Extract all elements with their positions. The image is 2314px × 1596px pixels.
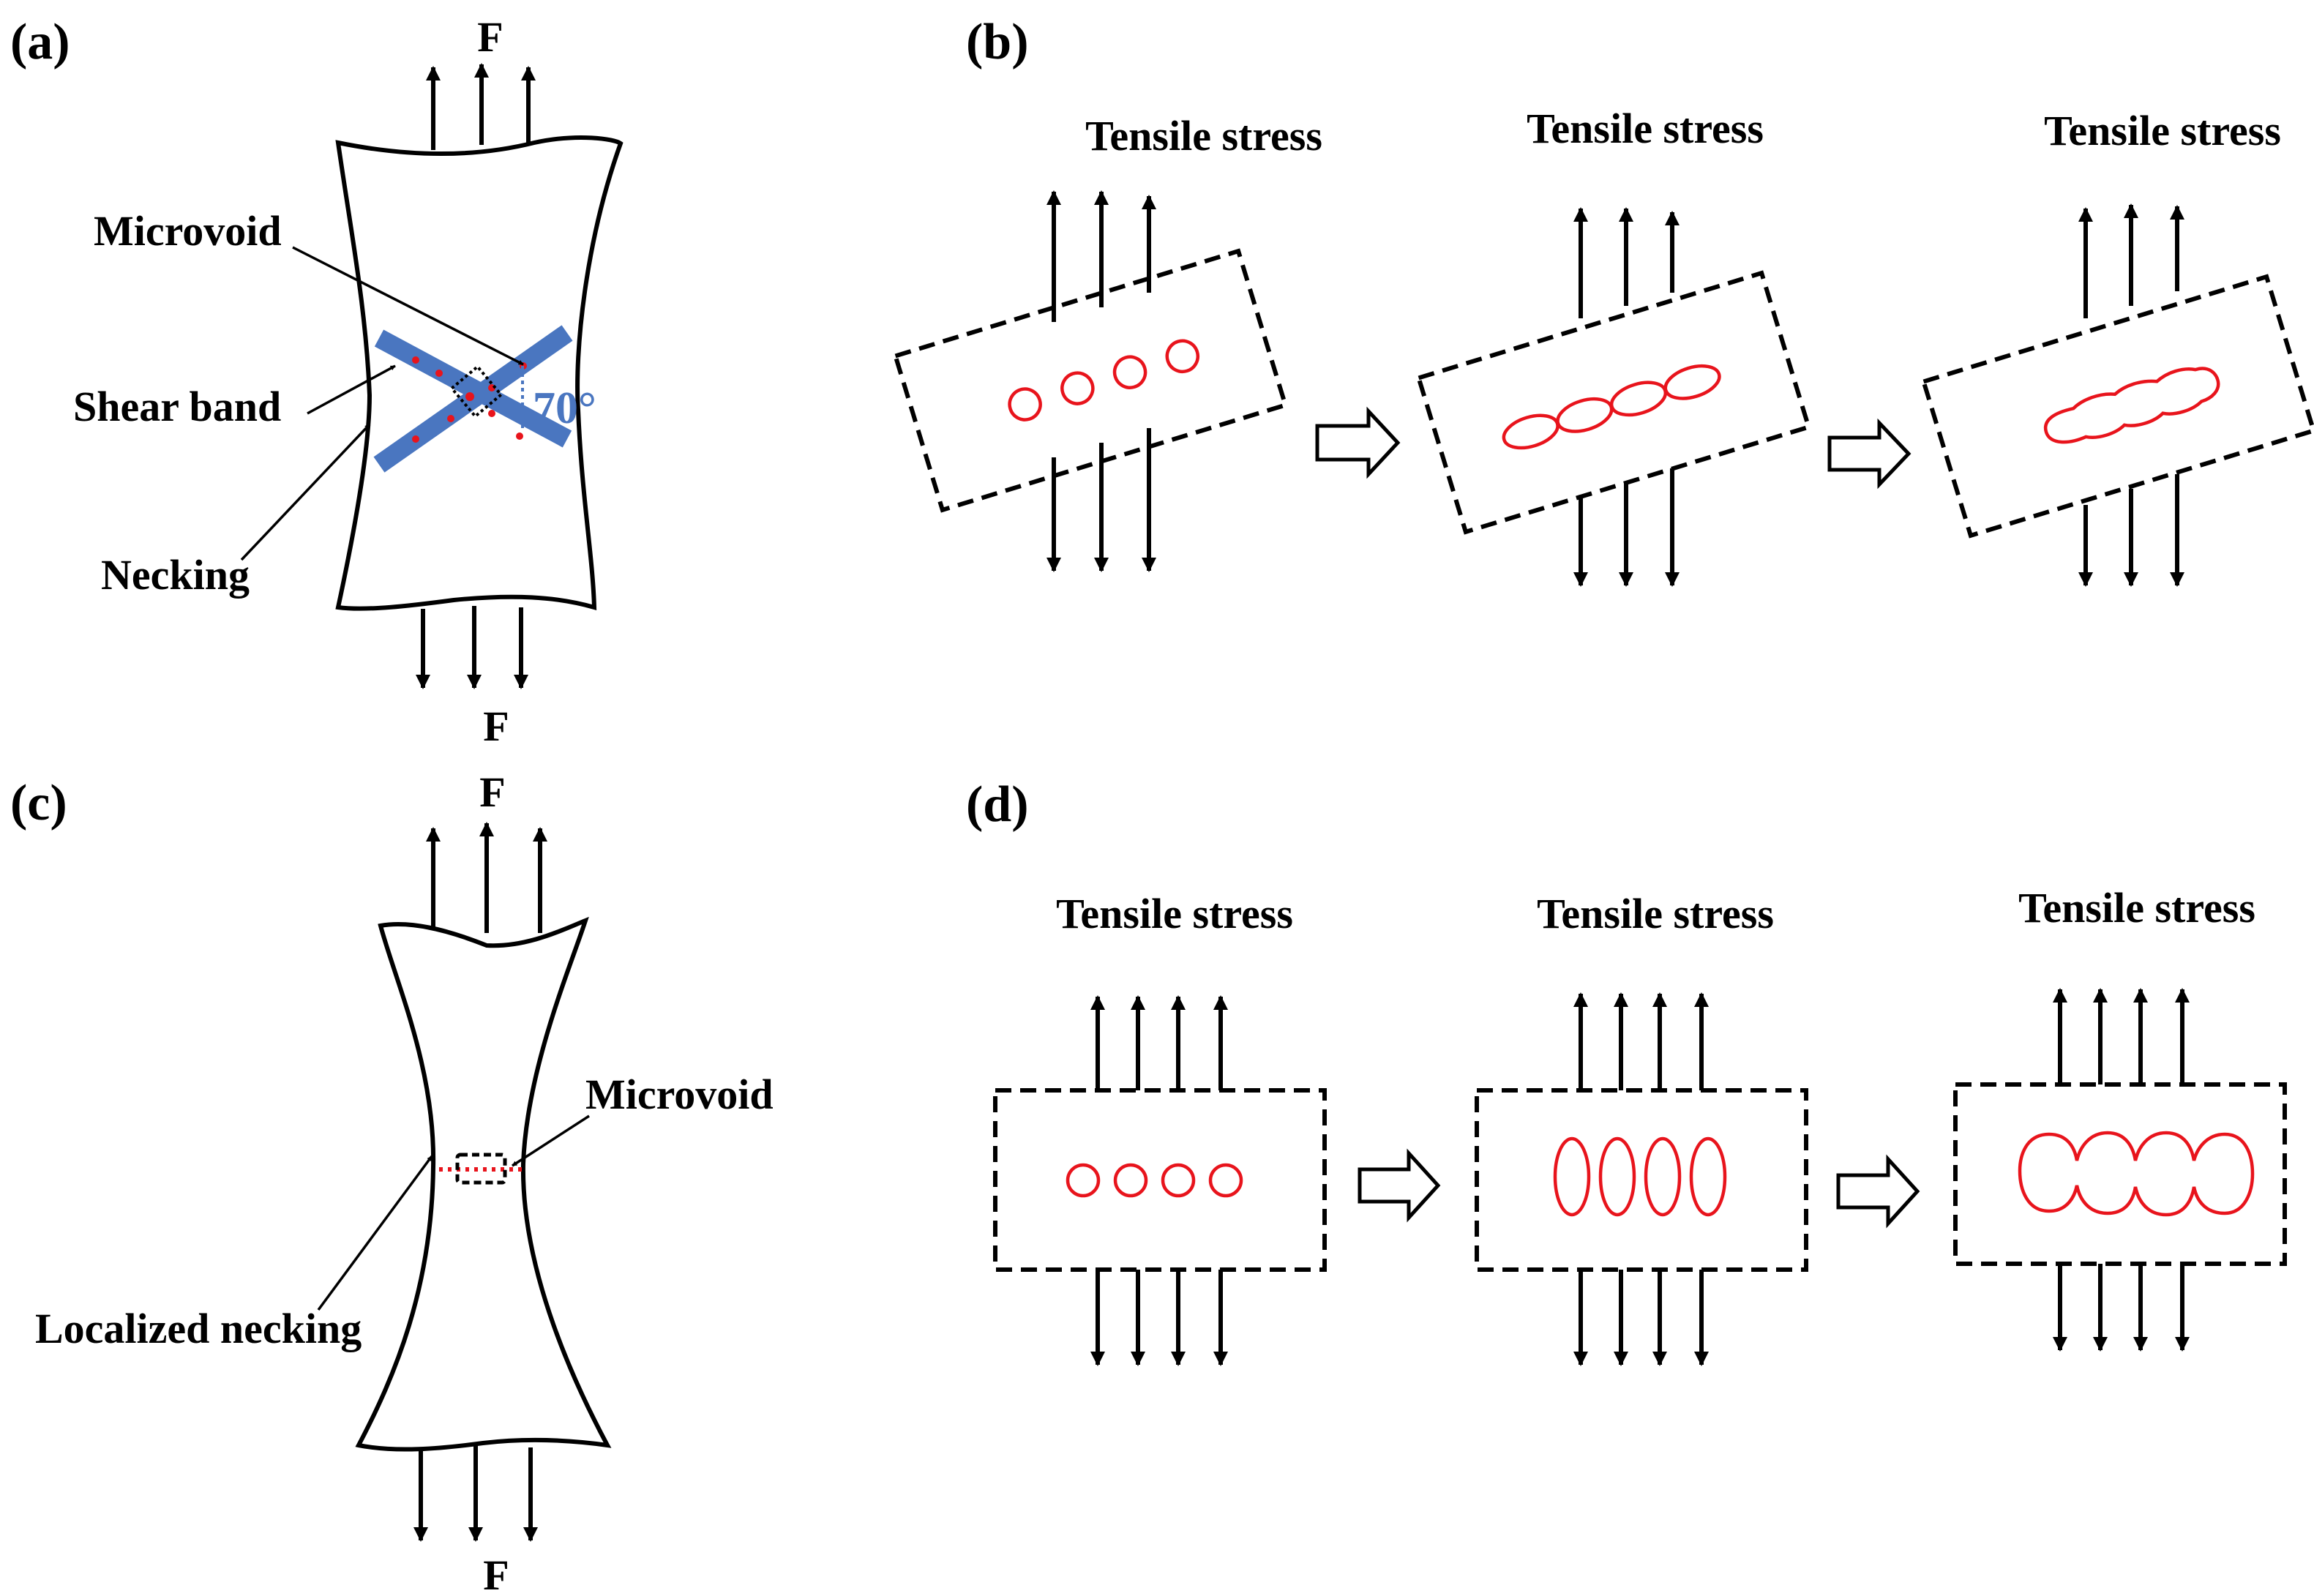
panel-a: (a) F 70° Microvoid Shear band Necking [10,13,624,750]
shear-band-label: Shear band [73,383,281,430]
d1-voids [1066,1163,1243,1198]
d3-tensile-stress-label: Tensile stress [2018,884,2255,932]
shear-band-pointer [307,364,396,415]
force-label-top: F [477,13,503,61]
b3-arrows-bottom [2078,474,2184,587]
localized-necking-pointer [317,1155,433,1311]
b-stage-1: Tensile stress [892,112,1322,572]
panel-label-c: (c) [10,775,67,831]
d-stage-1: Tensile stress [993,890,1327,1366]
b3-arrows-top [2078,203,2184,318]
b3-coalesced-void [2043,367,2220,444]
b3-tensile-stress-label: Tensile stress [2044,107,2281,154]
specimen-outline [335,135,624,611]
panel-d: (d) Tensile stress [966,776,2287,1366]
panel-label-b: (b) [966,14,1029,70]
d2-tensile-stress-label: Tensile stress [1537,890,1774,937]
c-force-arrows-top [426,822,547,933]
d3-coalesced-void [2018,1131,2255,1217]
b2-dashed-element [1415,270,1812,535]
d-stage-3: Tensile stress [1953,884,2287,1352]
force-arrows-bottom [416,606,528,689]
b2-arrows-bottom [1573,468,1680,587]
b1-tensile-stress-label: Tensile stress [1085,112,1322,160]
panel-label-a: (a) [10,14,70,70]
b1-voids [1008,339,1200,422]
b-stage-2: Tensile stress [1415,105,1812,587]
force-arrows-top [426,63,536,150]
c-microvoid-box [455,1153,507,1185]
panel-label-d: (d) [966,776,1029,833]
d1-tensile-stress-label: Tensile stress [1056,890,1293,937]
angle-label: 70° [533,383,596,433]
necking-pointer [240,423,371,561]
panel-b: (b) Tensile stress [892,14,2314,587]
d2-arrows-bottom [1573,1270,1709,1366]
c-microvoid-label: Microvoid [585,1071,774,1118]
d2-voids [1553,1136,1727,1217]
force-label-bottom: F [483,703,509,750]
panel-c: (c) F Microvoid Localized necking F [10,768,774,1596]
d3-arrows-bottom [2053,1264,2190,1352]
b2-voids [1502,364,1721,450]
d-transition-arrow-1 [1358,1148,1441,1223]
d2-dashed-element [1475,1088,1808,1272]
b3-dashed-element [1920,274,2314,539]
b2-tensile-stress-label: Tensile stress [1527,105,1764,152]
d-transition-arrow-2 [1836,1154,1920,1229]
microvoid-label: Microvoid [94,207,282,255]
d1-dashed-element [993,1088,1327,1272]
c-microvoid-pointer [512,1114,590,1167]
d2-arrows-top [1573,992,1709,1090]
d-stage-2: Tensile stress [1475,890,1808,1366]
b-transition-arrow-2 [1827,418,1912,490]
b2-arrows-top [1573,207,1680,318]
d1-arrows-top [1090,995,1228,1090]
b1-dashed-element [892,248,1289,513]
b-transition-arrow-1 [1315,406,1401,479]
b-stage-3: Tensile stress [1920,107,2314,587]
c-force-label-top: F [479,768,505,816]
microvoid-pointer [292,246,524,366]
c-force-label-bottom: F [483,1551,509,1596]
b1-arrows-bottom [1046,428,1156,572]
localized-necking-label: Localized necking [35,1305,362,1352]
c-specimen-outline [355,916,612,1452]
b1-arrows-top [1046,190,1156,322]
necking-label: Necking [101,551,250,599]
d1-arrows-bottom [1090,1270,1228,1366]
d3-dashed-element [1953,1082,2287,1266]
c-force-arrows-bottom [413,1445,538,1542]
d3-arrows-top [2053,988,2190,1084]
